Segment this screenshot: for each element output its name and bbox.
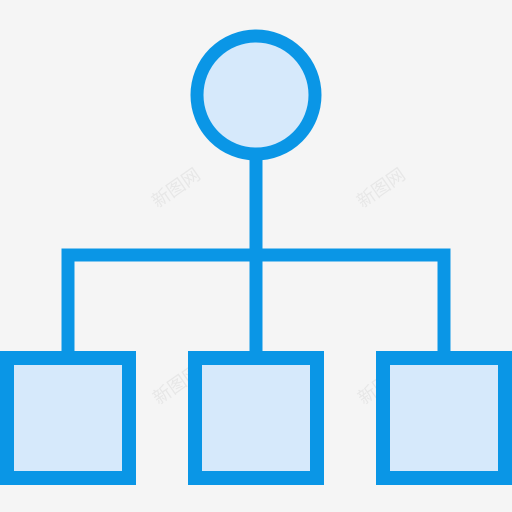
watermark-text: 新图网 <box>148 164 204 212</box>
child-node-right <box>376 351 512 485</box>
child-node-center <box>188 351 324 485</box>
child-nodes <box>0 351 512 485</box>
child-node-left <box>0 351 136 485</box>
branch-connector-line <box>61 248 451 358</box>
watermark-text: 新图网 <box>353 164 409 212</box>
root-node-circle <box>190 29 322 161</box>
connector-lines <box>61 157 451 358</box>
